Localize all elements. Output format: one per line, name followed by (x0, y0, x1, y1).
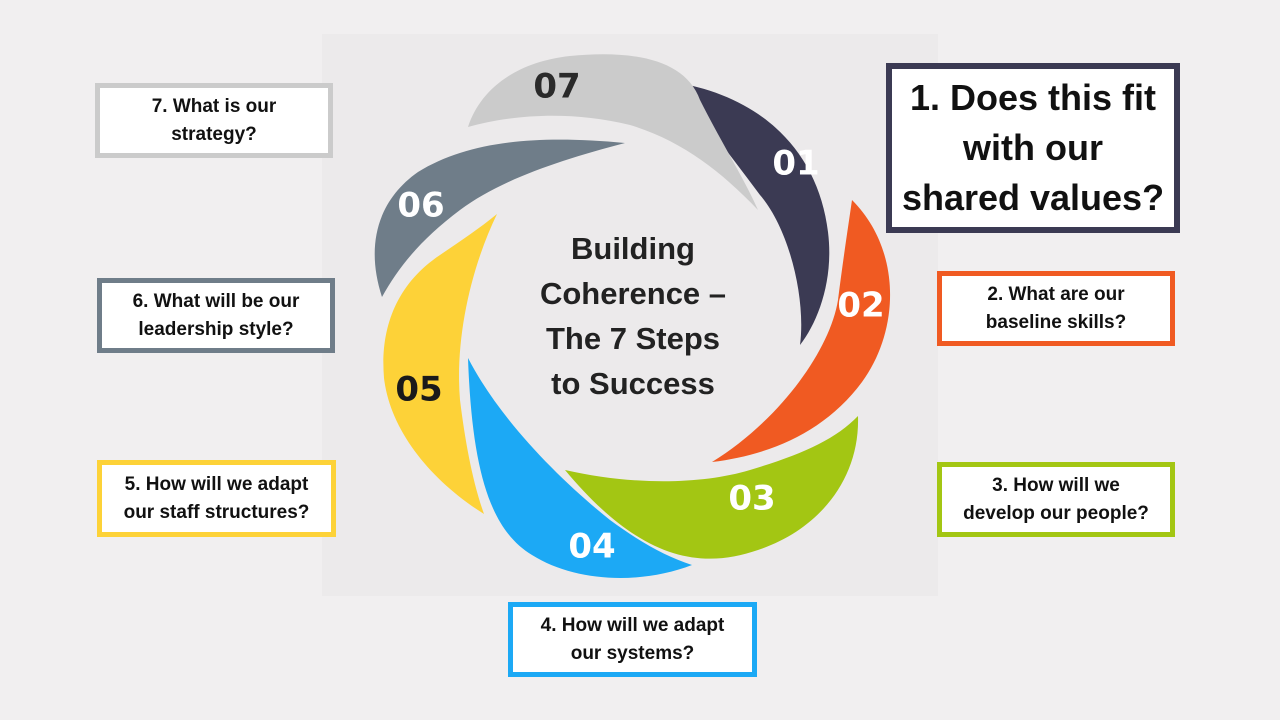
question-line: 2. What are our (987, 283, 1125, 305)
step-arc-03 (565, 416, 859, 559)
step-number-07: 07 (533, 67, 580, 107)
step-number-05: 05 (395, 370, 442, 410)
step-number-03: 03 (728, 479, 775, 519)
question-line: 6. What will be our (132, 290, 300, 312)
center-title-line: The 7 Steps (546, 321, 720, 356)
center-title-line: Coherence – (539, 276, 727, 311)
step-question-box-3: 3. How will we develop our people? (937, 462, 1175, 537)
question-line: 4. How will we adapt (540, 614, 725, 636)
step-number-04: 04 (568, 527, 615, 567)
question-line: develop our people? (963, 502, 1149, 524)
center-title: Building Coherence – The 7 Steps to Succ… (520, 226, 746, 406)
step-question-box-7: 7. What is our strategy? (95, 83, 333, 158)
step-question-box-2: 2. What are our baseline skills? (937, 271, 1175, 346)
step-number-02: 02 (837, 286, 884, 326)
step-arc-05 (383, 214, 497, 514)
question-line: leadership style? (138, 318, 294, 340)
question-line: 7. What is our (151, 95, 277, 117)
question-line: our staff structures? (123, 501, 310, 523)
step-question-box-1: 1. Does this fit with our shared values? (886, 63, 1180, 233)
step-question-box-5: 5. How will we adapt our staff structure… (97, 460, 336, 537)
step-arc-04 (468, 358, 692, 578)
question-line: 1. Does this fit (909, 77, 1157, 118)
step-question-box-4: 4. How will we adapt our systems? (508, 602, 757, 677)
question-line: strategy? (171, 123, 257, 145)
center-title-line: Building (571, 231, 695, 266)
question-line: with our (963, 127, 1103, 168)
step-arc-02 (712, 200, 891, 462)
question-line: shared values? (901, 177, 1165, 218)
step-arc-06 (374, 139, 625, 297)
question-line: 5. How will we adapt (124, 473, 309, 495)
step-arc-07 (468, 54, 758, 210)
question-line: baseline skills? (985, 311, 1127, 333)
step-question-box-6: 6. What will be our leadership style? (97, 278, 335, 353)
step-number-06: 06 (397, 186, 444, 226)
question-line: our systems? (570, 642, 695, 664)
question-line: 3. How will we (992, 474, 1120, 496)
step-arc-01 (672, 82, 830, 345)
step-number-01: 01 (772, 144, 819, 184)
center-title-line: to Success (551, 366, 715, 401)
